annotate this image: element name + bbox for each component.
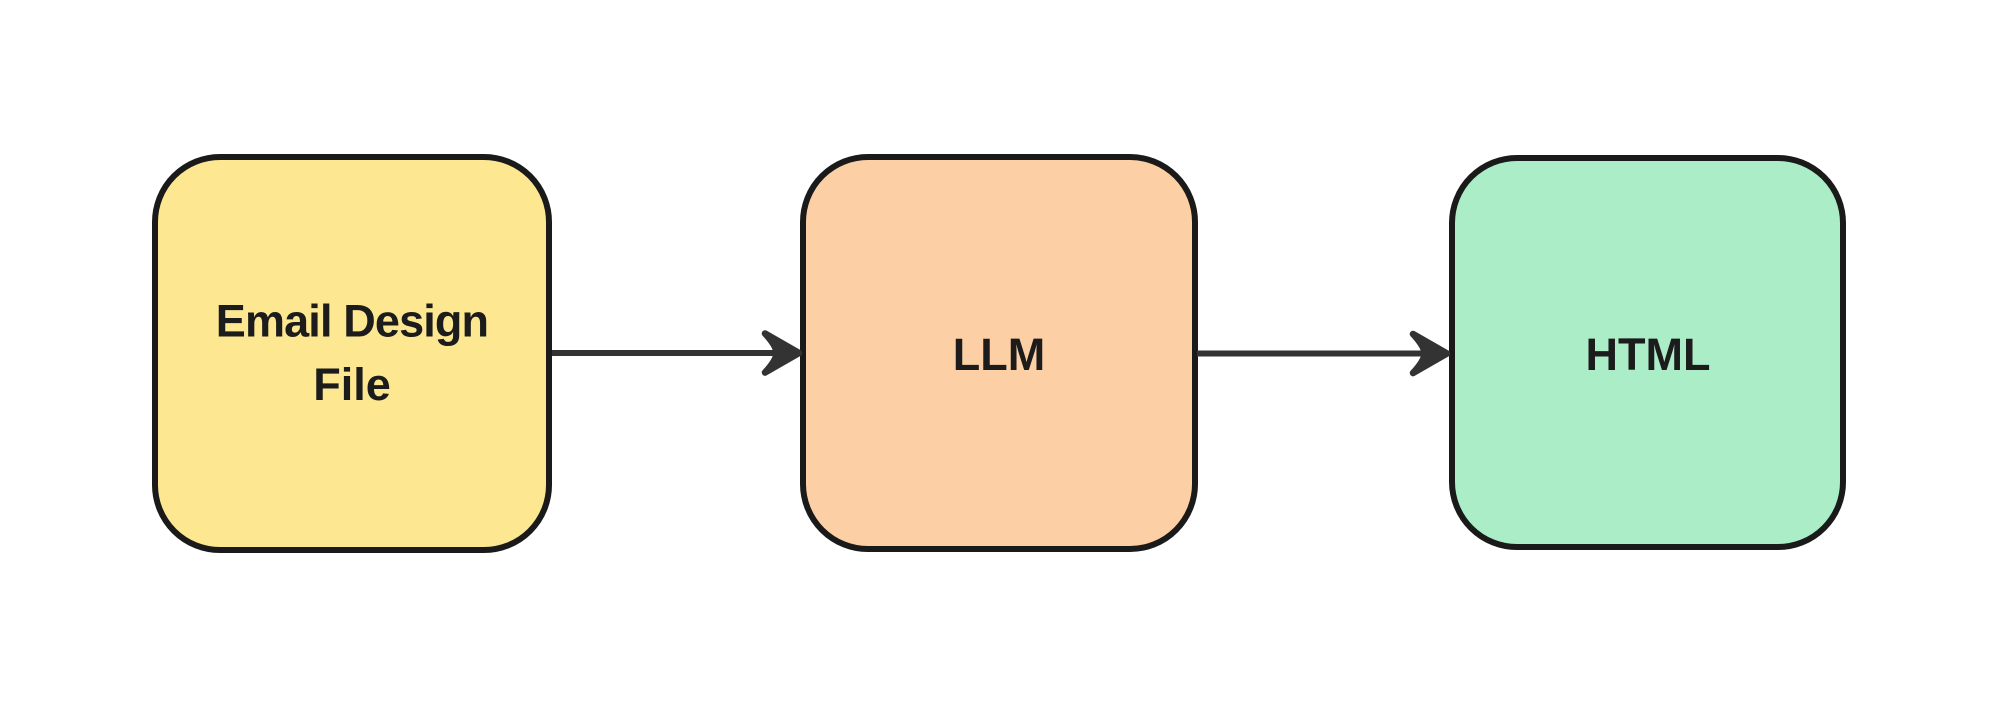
svg-text:LLM: LLM	[953, 329, 1045, 380]
svg-text:Email Design: Email Design	[216, 296, 488, 347]
svg-text:File: File	[313, 359, 391, 410]
svg-text:HTML: HTML	[1586, 329, 1711, 380]
